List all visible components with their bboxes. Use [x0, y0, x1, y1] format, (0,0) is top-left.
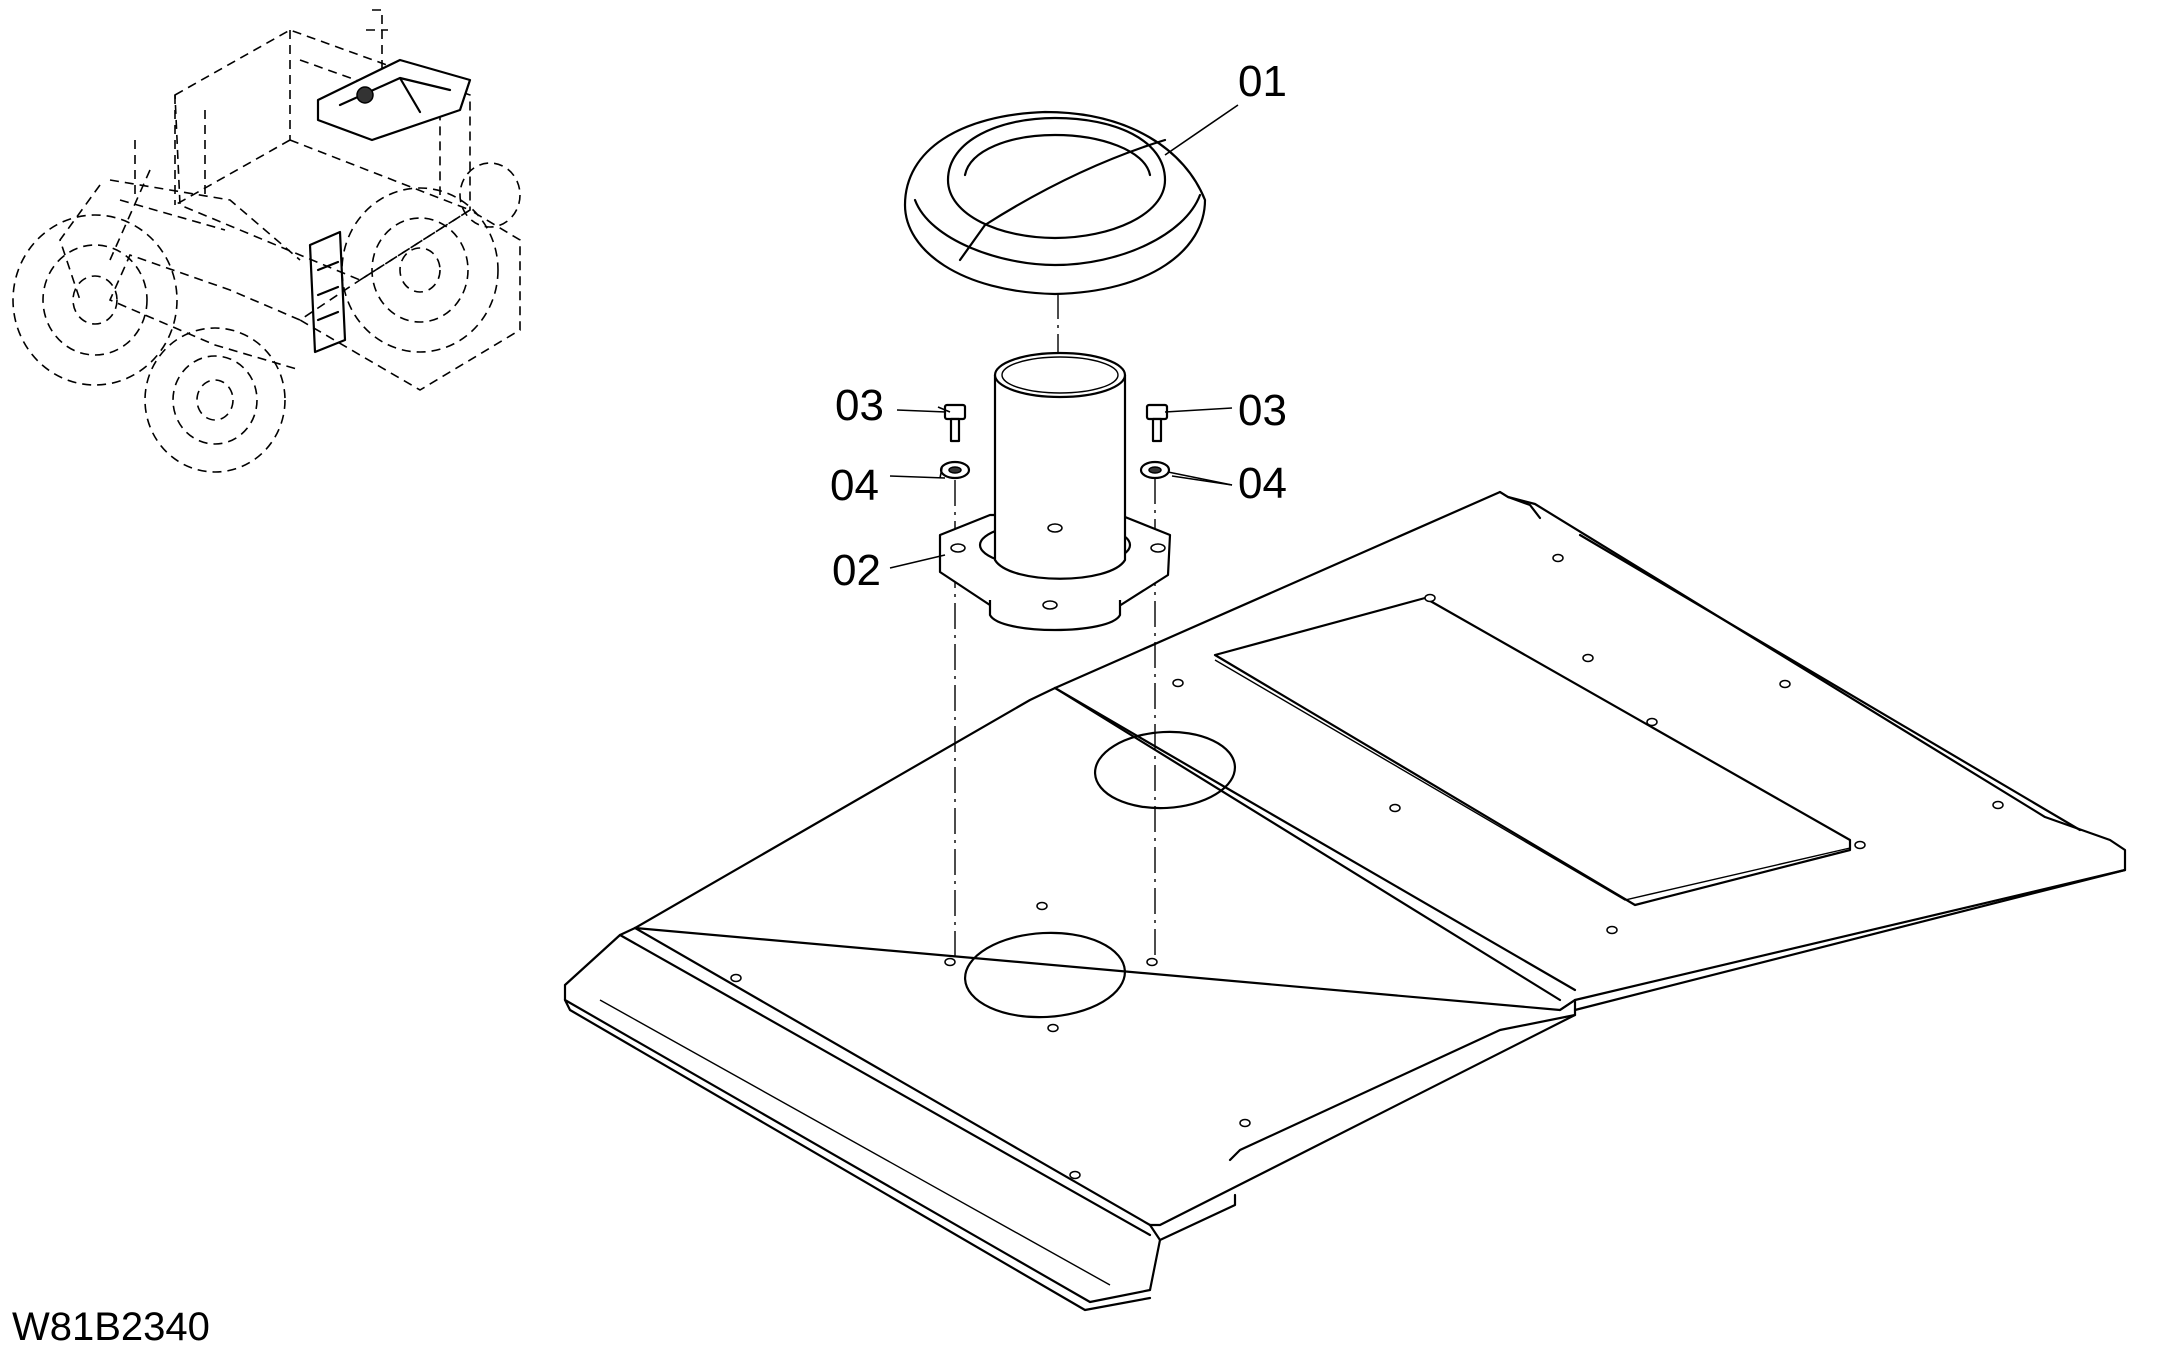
callout-04-right: 04	[1238, 459, 1287, 508]
bolt-left	[943, 403, 967, 443]
callout-01: 01	[1238, 57, 1287, 106]
callout-04-left: 04	[830, 461, 879, 510]
callout-03-right: 03	[1238, 386, 1287, 435]
washer-right	[1139, 460, 1171, 480]
washer-left	[939, 460, 971, 480]
base-plate	[563, 490, 2127, 1312]
bolt-right	[1145, 403, 1169, 443]
callout-03-left: 03	[835, 381, 884, 430]
machine-locator-illustration	[12, 9, 521, 473]
drawing-code: W81B2340	[12, 1305, 210, 1349]
callout-02: 02	[832, 546, 881, 595]
cap	[903, 110, 1207, 296]
mounting-holes	[730, 553, 2004, 1180]
center-lines	[954, 293, 1156, 960]
leader-lines	[889, 104, 1239, 569]
flanged-pipe	[938, 351, 1172, 632]
